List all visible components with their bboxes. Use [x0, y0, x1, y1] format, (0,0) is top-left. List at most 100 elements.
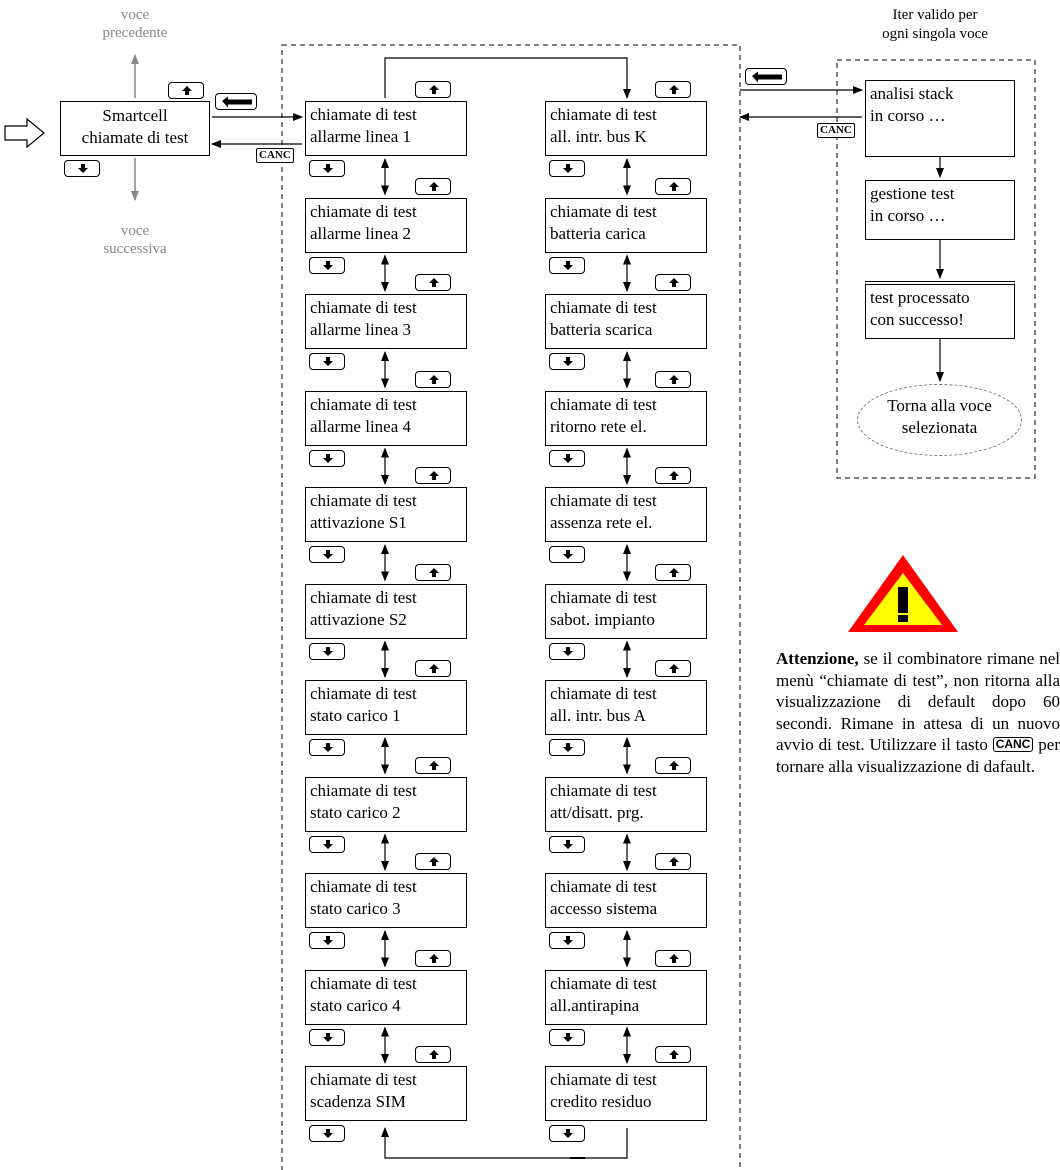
down-key[interactable]: [549, 739, 585, 756]
top-loop: [384, 57, 631, 99]
down-key[interactable]: [549, 932, 585, 949]
item-line-1: chiamate di test: [550, 298, 657, 317]
up-key[interactable]: [415, 370, 451, 388]
down-key[interactable]: [309, 1125, 345, 1142]
iter-header: Iter valido per ogni singola voce: [882, 7, 988, 42]
down-key[interactable]: [549, 160, 585, 177]
up-key[interactable]: [415, 81, 451, 98]
down-key[interactable]: [549, 642, 585, 660]
down-key[interactable]: [309, 546, 345, 563]
warning-icon: [848, 555, 958, 632]
down-key[interactable]: [549, 546, 585, 563]
item-line-2: allarme linea 4: [310, 416, 412, 436]
up-key[interactable]: [415, 949, 451, 967]
down-key[interactable]: [549, 1125, 585, 1142]
up-key[interactable]: [655, 274, 691, 291]
down-key[interactable]: [64, 160, 100, 177]
item-line-1: chiamate di test: [310, 201, 417, 221]
up-key[interactable]: [655, 370, 691, 388]
menu-frame: [281, 44, 741, 1170]
down-key[interactable]: [549, 353, 585, 370]
down-key[interactable]: [309, 739, 345, 756]
right-menu-item[interactable]: chiamate di test credito residuo: [545, 1066, 707, 1121]
note-bold: Attenzione,: [776, 649, 859, 668]
down-key[interactable]: [309, 1028, 345, 1046]
item-line-1: chiamate di test: [550, 587, 657, 607]
up-key[interactable]: [655, 177, 691, 195]
down-key[interactable]: [309, 449, 345, 467]
down-key[interactable]: [309, 160, 345, 177]
main-menu-box[interactable]: Smartcell chiamate di test: [60, 101, 210, 156]
right-menu-item[interactable]: chiamate di test all. intr. bus K: [545, 101, 707, 156]
item-line-1: chiamate di test: [550, 973, 657, 993]
iter-canc-key[interactable]: CANC: [817, 123, 855, 138]
up-key[interactable]: [655, 660, 691, 677]
up-key[interactable]: [655, 853, 691, 870]
item-line-2: credito residuo: [550, 1092, 652, 1111]
up-key[interactable]: [415, 1046, 451, 1063]
canc-key[interactable]: CANC: [256, 148, 294, 163]
up-key[interactable]: [415, 467, 451, 484]
down-key[interactable]: [549, 256, 585, 274]
item-line-2: stato carico 1: [310, 706, 401, 725]
iter-step-processato: test processato con successo!: [865, 281, 1015, 339]
down-key[interactable]: [309, 256, 345, 274]
back-key[interactable]: [215, 93, 257, 110]
up-key[interactable]: [415, 274, 451, 291]
item-line-2: stato carico 3: [310, 899, 401, 918]
item-line-1: chiamate di test: [550, 780, 657, 800]
iter-back-key[interactable]: [745, 68, 787, 85]
item-line-1: chiamate di test: [310, 1070, 417, 1089]
up-key[interactable]: [415, 853, 451, 870]
item-line-2: att/disatt. prg.: [550, 802, 644, 822]
up-key[interactable]: [168, 82, 204, 99]
up-key[interactable]: [415, 177, 451, 195]
up-key[interactable]: [415, 563, 451, 581]
up-key[interactable]: [655, 563, 691, 581]
item-line-2: stato carico 4: [310, 995, 401, 1015]
iter-step-gestione: gestione test in corso …: [865, 180, 1015, 240]
item-line-1: chiamate di test: [550, 105, 657, 124]
up-key[interactable]: [655, 949, 691, 967]
item-line-2: assenza rete el.: [550, 513, 653, 532]
item-line-1: chiamate di test: [310, 105, 417, 124]
down-key[interactable]: [549, 449, 585, 467]
item-line-2: all. intr. bus K: [550, 127, 647, 146]
up-key[interactable]: [415, 756, 451, 774]
down-key[interactable]: [309, 642, 345, 660]
down-key[interactable]: [549, 835, 585, 853]
item-line-2: stato carico 2: [310, 802, 401, 822]
down-key[interactable]: [309, 835, 345, 853]
up-key[interactable]: [655, 467, 691, 484]
down-key[interactable]: [309, 353, 345, 370]
down-key[interactable]: [309, 932, 345, 949]
item-line-2: allarme linea 3: [310, 320, 412, 339]
item-line-1: chiamate di test: [550, 1070, 657, 1089]
down-key[interactable]: [549, 1028, 585, 1046]
up-key[interactable]: [655, 1046, 691, 1063]
up-key[interactable]: [655, 81, 691, 98]
up-key[interactable]: [655, 756, 691, 774]
up-key[interactable]: [415, 660, 451, 677]
